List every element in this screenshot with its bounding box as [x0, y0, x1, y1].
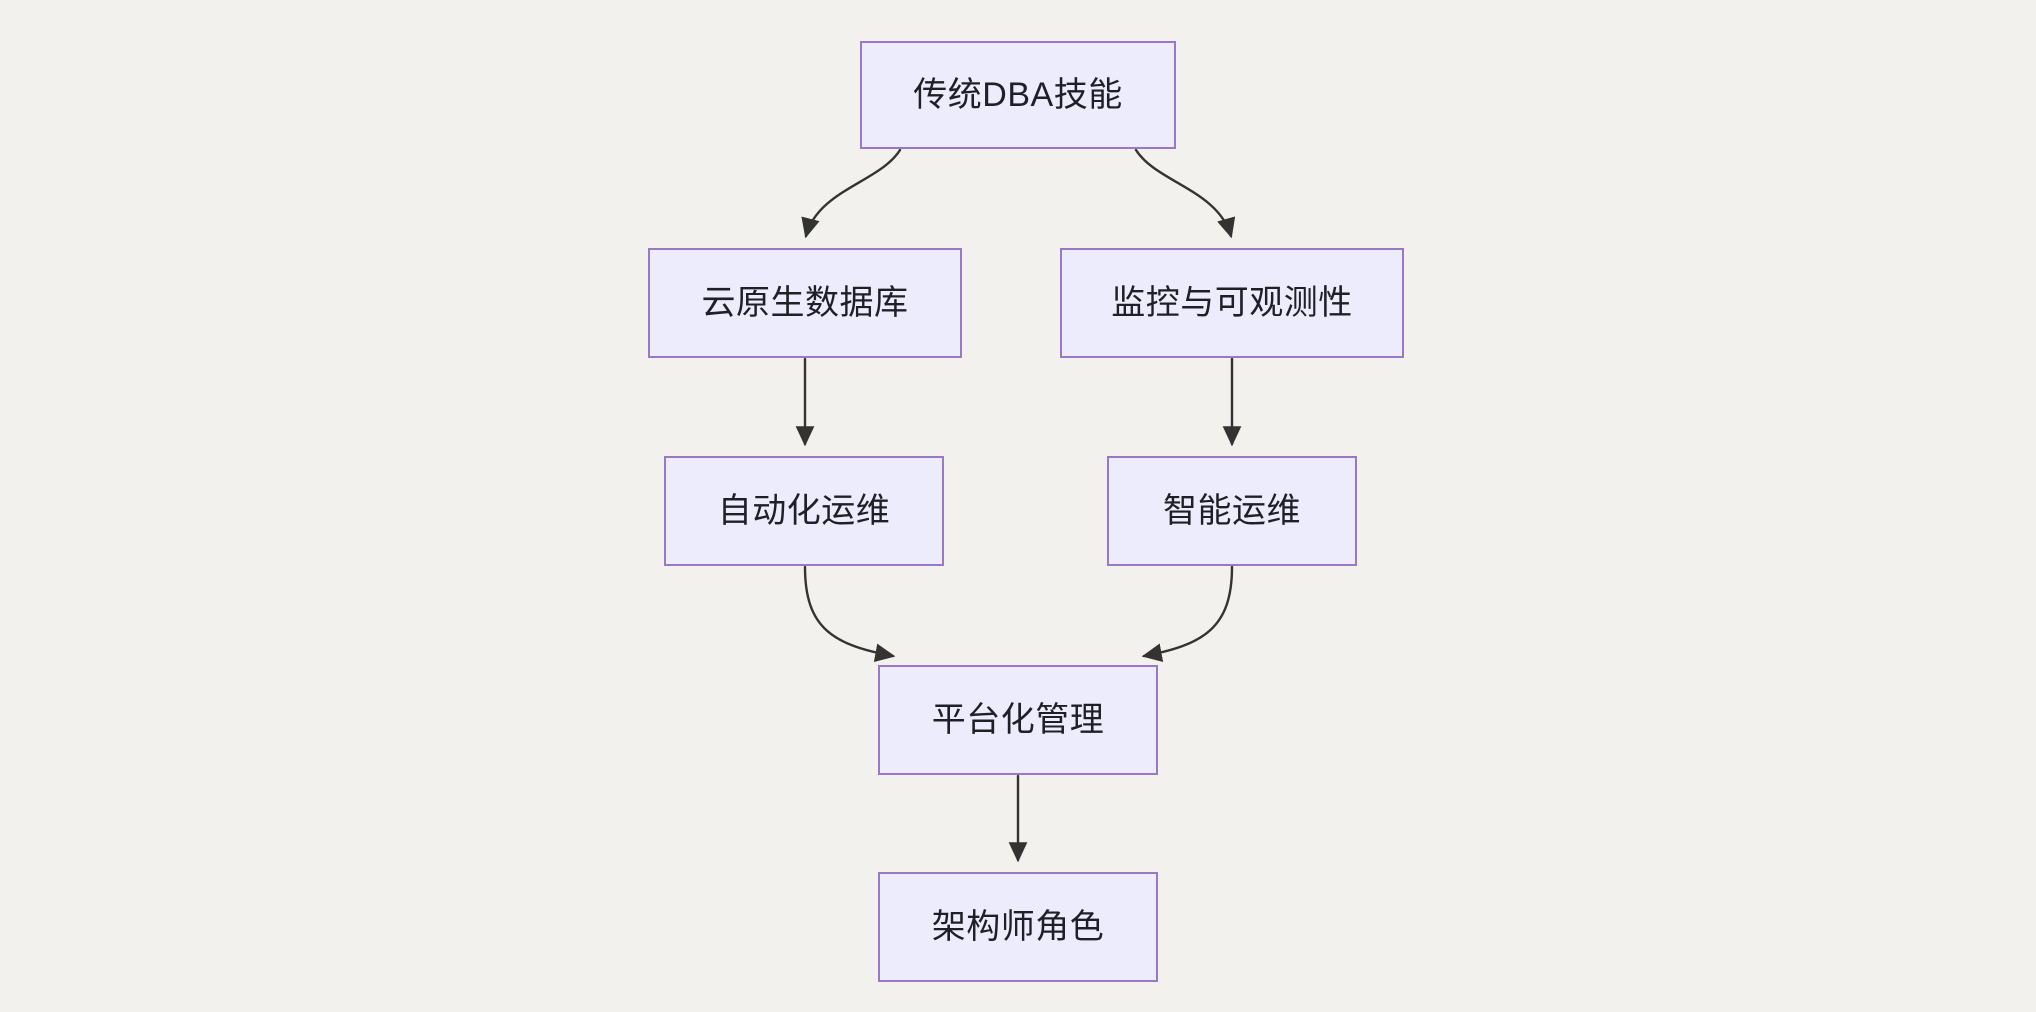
edge-n5-n6 [1141, 565, 1234, 662]
node-label: 监控与可观测性 [1111, 284, 1353, 322]
node-label: 平台化管理 [931, 701, 1105, 739]
node-architect-role[interactable]: 架构师角色 [878, 872, 1158, 982]
node-intelligent-operations[interactable]: 智能运维 [1107, 456, 1357, 566]
node-label: 自动化运维 [717, 492, 891, 530]
edge-n1-n2 [801, 148, 902, 239]
node-label: 架构师角色 [931, 908, 1105, 946]
node-label: 传统DBA技能 [913, 76, 1123, 114]
node-label: 云原生数据库 [701, 284, 909, 322]
edge-n1-n3 [1134, 148, 1236, 239]
edge-n4-n6 [803, 565, 896, 663]
node-automated-operations[interactable]: 自动化运维 [664, 456, 944, 566]
node-platform-management[interactable]: 平台化管理 [878, 665, 1158, 775]
node-label: 智能运维 [1163, 492, 1301, 530]
node-traditional-dba-skills[interactable]: 传统DBA技能 [860, 41, 1176, 149]
node-monitoring-observability[interactable]: 监控与可观测性 [1060, 248, 1404, 358]
node-cloud-native-database[interactable]: 云原生数据库 [648, 248, 962, 358]
